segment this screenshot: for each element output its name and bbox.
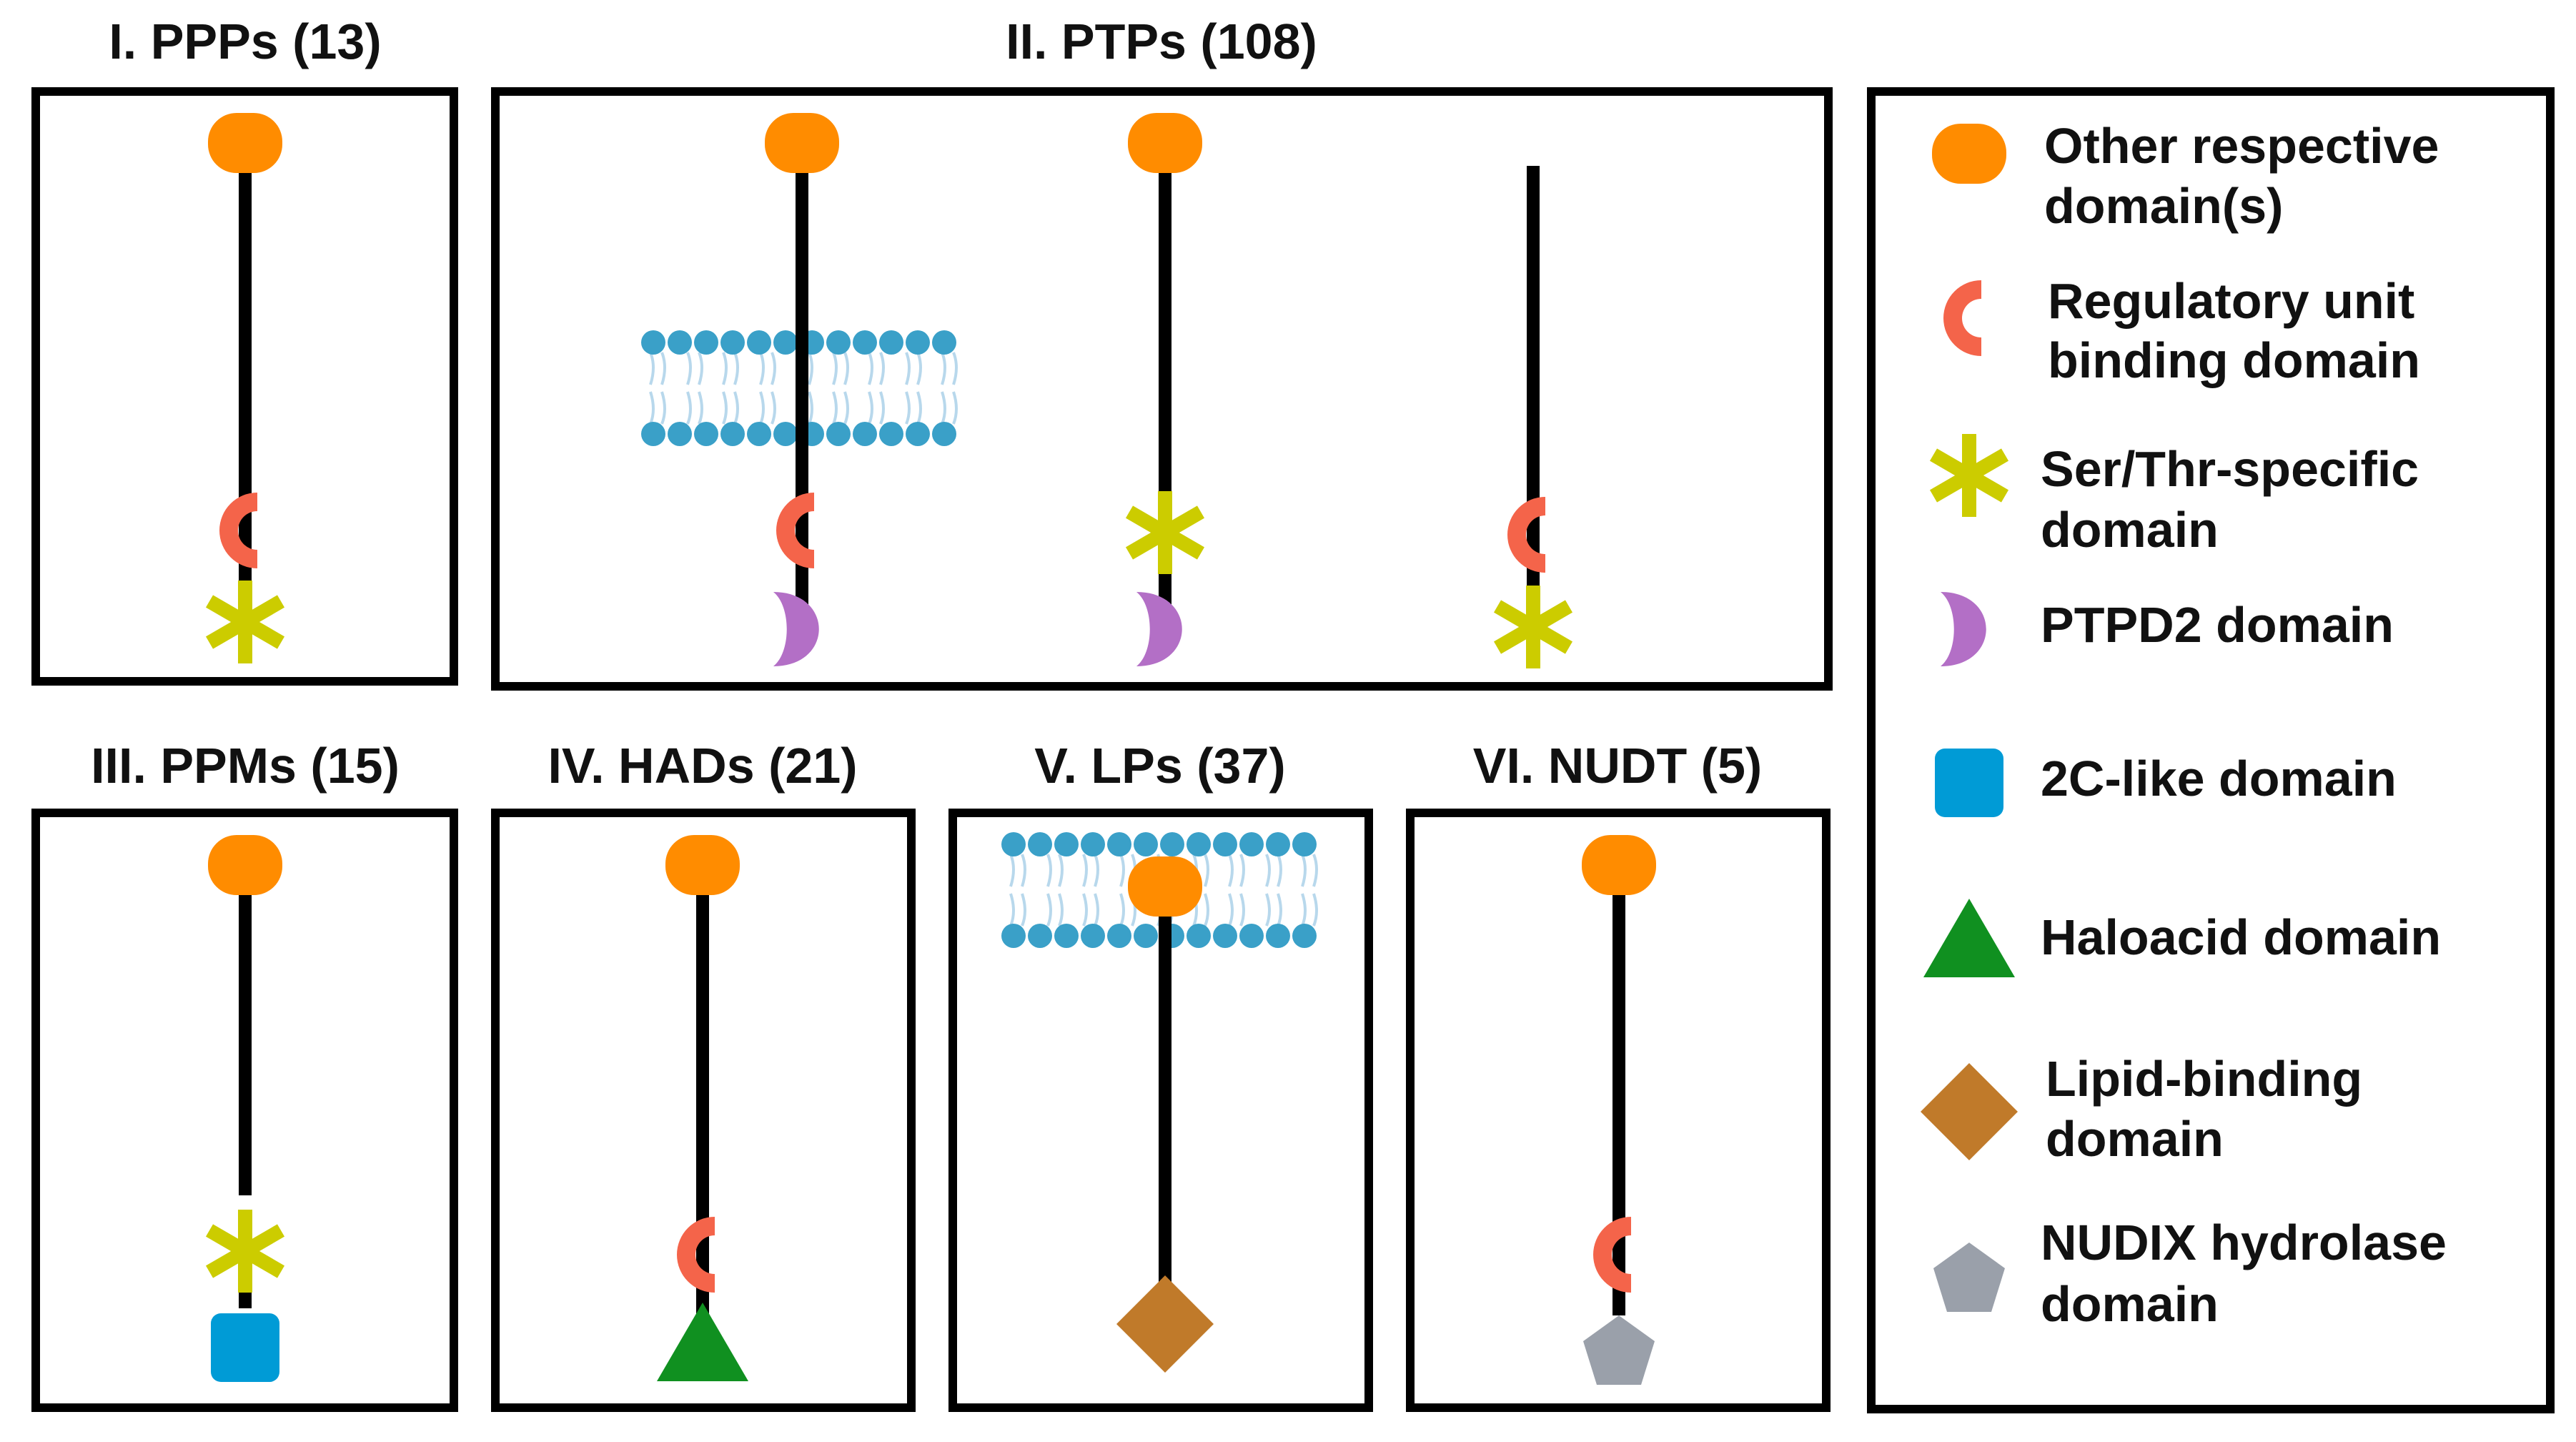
panel-title-ptps: II. PTPs (108) [1006,14,1317,69]
legend-label-line2: domain [2041,1276,2219,1332]
panel-frame-ppms [31,809,458,1412]
panel-frame-nudt [1406,809,1831,1412]
panel-title-nudt: VI. NUDT (5) [1473,738,1762,794]
protein-hads-1 [657,835,748,1381]
regulatory-domain-icon [677,1217,715,1293]
legend-item-other: Other respective domain(s) [1932,118,2439,234]
protein-lps-1 [1000,831,1318,1373]
panel-frame-ppps [31,87,458,686]
panel-title-ppps: I. PPPs (13) [109,14,381,69]
legend-item-ser-thr: Ser/Thr-specific domain [1933,434,2419,558]
protein-ppms-1 [208,835,282,1382]
protein-ptps-1 [640,113,958,666]
regulatory-domain-icon [1593,1217,1631,1293]
other-domain-icon [208,835,282,895]
other-domain-icon [765,113,839,173]
nudix-domain-icon [1933,1243,2005,1312]
ser-thr-domain-icon [1933,434,2005,517]
legend: Other respective domain(s) Regulatory un… [1921,118,2447,1332]
legend-item-nudix: NUDIX hydrolase domain [1933,1215,2447,1332]
legend-label-line2: binding domain [2048,332,2420,388]
panel-frame-ptps [491,87,1833,691]
legend-item-lipid-binding: Lipid-binding domain [1921,1051,2362,1167]
c2-like-domain-icon [1935,749,2003,817]
other-domain-icon [1932,124,2006,184]
panel-title-ppms: III. PPMs (15) [91,738,400,794]
legend-item-2c-like: 2C-like domain [1935,749,2397,817]
regulatory-domain-icon [219,493,257,568]
legend-label-line1: Lipid-binding [2046,1051,2362,1107]
ser-thr-domain-icon [1129,491,1201,574]
legend-label-line1: Regulatory unit [2048,273,2414,329]
protein-ppps-1 [208,113,282,663]
protein-nudt-1 [1582,835,1656,1385]
ptpd2-domain-icon [1941,592,1986,666]
legend-item-haloacid: Haloacid domain [1923,899,2441,977]
panel-title-hads: IV. HADs (21) [548,738,857,794]
other-domain-icon [208,113,282,173]
haloacid-domain-icon [1923,899,2015,977]
other-domain-icon [1128,856,1202,917]
c2-like-domain-icon [211,1313,279,1382]
legend-label-line2: domain [2041,502,2219,558]
legend-label-line1: Ser/Thr-specific [2041,441,2419,497]
regulatory-domain-icon [776,493,814,568]
legend-label-line1: Other respective [2044,118,2439,174]
other-domain-icon [1128,113,1202,173]
regulatory-domain-icon [1507,497,1545,573]
panel-title-lps: V. LPs (37) [1034,738,1285,794]
ptpd2-domain-icon [1136,592,1182,666]
panel-frame-hads [491,809,916,1412]
legend-label-line1: Haloacid domain [2041,909,2441,965]
legend-item-regulatory: Regulatory unit binding domain [1943,273,2420,388]
protein-ptps-2 [1128,113,1202,666]
protein-ptps-3 [1497,166,1569,668]
ser-thr-domain-icon [1497,586,1569,668]
regulatory-domain-icon [1943,280,1981,356]
panel-frame-lps [948,809,1373,1412]
legend-label-line2: domain [2046,1111,2224,1167]
legend-label-line2: domain(s) [2044,178,2283,234]
lipid-binding-domain-icon [1921,1063,2018,1160]
other-domain-icon [665,835,740,895]
other-domain-icon [1582,835,1656,895]
legend-item-ptpd2: PTPD2 domain [1941,592,2394,666]
legend-label-line1: NUDIX hydrolase [2041,1215,2447,1270]
nudix-domain-icon [1583,1315,1655,1385]
legend-frame [1867,87,2555,1413]
ser-thr-domain-icon [209,581,281,663]
ptpd2-domain-icon [773,592,819,666]
legend-label-line1: PTPD2 domain [2041,597,2394,653]
lipid-binding-domain-icon [1116,1275,1214,1373]
ser-thr-domain-icon [209,1210,281,1293]
haloacid-domain-icon [657,1303,748,1381]
legend-label-line1: 2C-like domain [2041,751,2397,806]
